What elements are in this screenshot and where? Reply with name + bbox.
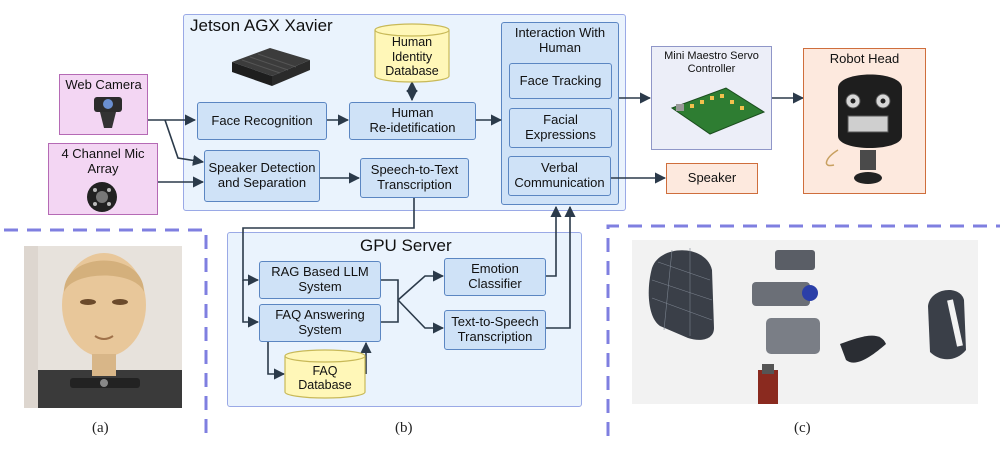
human-reid-box: Human Re-idetification xyxy=(349,102,476,140)
arrow-join-tts xyxy=(397,299,445,334)
robot-head-label: Robot Head xyxy=(829,51,900,66)
verbal-communication-box: Verbal Communication xyxy=(508,156,611,196)
faq-db-cylinder xyxy=(284,349,366,399)
mic-array-label: 4 Channel Mic Array xyxy=(61,146,145,176)
arrow-emotion-interaction xyxy=(546,205,562,277)
emotion-classifier-box: Emotion Classifier xyxy=(444,258,546,296)
caption-c: (c) xyxy=(794,420,811,436)
interaction-title: Interaction With Human xyxy=(514,25,606,55)
human-db-cylinder xyxy=(374,23,450,83)
arrow-tts-interaction xyxy=(546,205,576,329)
web-camera-icon xyxy=(94,97,122,128)
mic-array-icon xyxy=(87,182,117,212)
faq-answering-box: FAQ Answering System xyxy=(259,304,381,342)
arrow-stt-gpu xyxy=(242,198,415,286)
gpu-title: GPU Server xyxy=(360,236,452,255)
rag-llm-box: RAG Based LLM System xyxy=(259,261,381,299)
tts-box: Text-to-Speech Transcription xyxy=(444,310,546,350)
face-recognition-box: Face Recognition xyxy=(197,102,327,140)
arrow-join-emotion xyxy=(397,270,445,301)
jetson-module-image xyxy=(232,48,310,86)
separator-right xyxy=(606,224,1000,436)
arrow-stt-faq xyxy=(242,280,260,328)
caption-a: (a) xyxy=(92,420,109,436)
face-tracking-box: Face Tracking xyxy=(509,63,612,99)
stt-box: Speech-to-Text Transcription xyxy=(360,158,469,198)
arrow-camera-speaker xyxy=(164,119,205,166)
speaker-detection-box: Speaker Detection and Separation xyxy=(204,150,320,202)
robot-head-icon xyxy=(825,74,902,184)
jetson-title: Jetson AGX Xavier xyxy=(190,16,333,35)
faq-db-label: FAQ Database xyxy=(298,363,352,392)
photo-robot-face xyxy=(24,246,182,408)
facial-expressions-box: Facial Expressions xyxy=(509,108,612,148)
caption-b: (b) xyxy=(395,420,413,436)
cad-render-image xyxy=(632,240,978,404)
speaker-box: Speaker xyxy=(666,163,758,194)
human-db-label: Human Identity Database xyxy=(385,35,439,79)
servo-controller-label: Mini Maestro Servo Controller xyxy=(664,50,759,75)
web-camera-label: Web Camera xyxy=(65,77,142,92)
servo-board-icon xyxy=(670,87,766,135)
arrow-faq-db xyxy=(267,342,286,380)
